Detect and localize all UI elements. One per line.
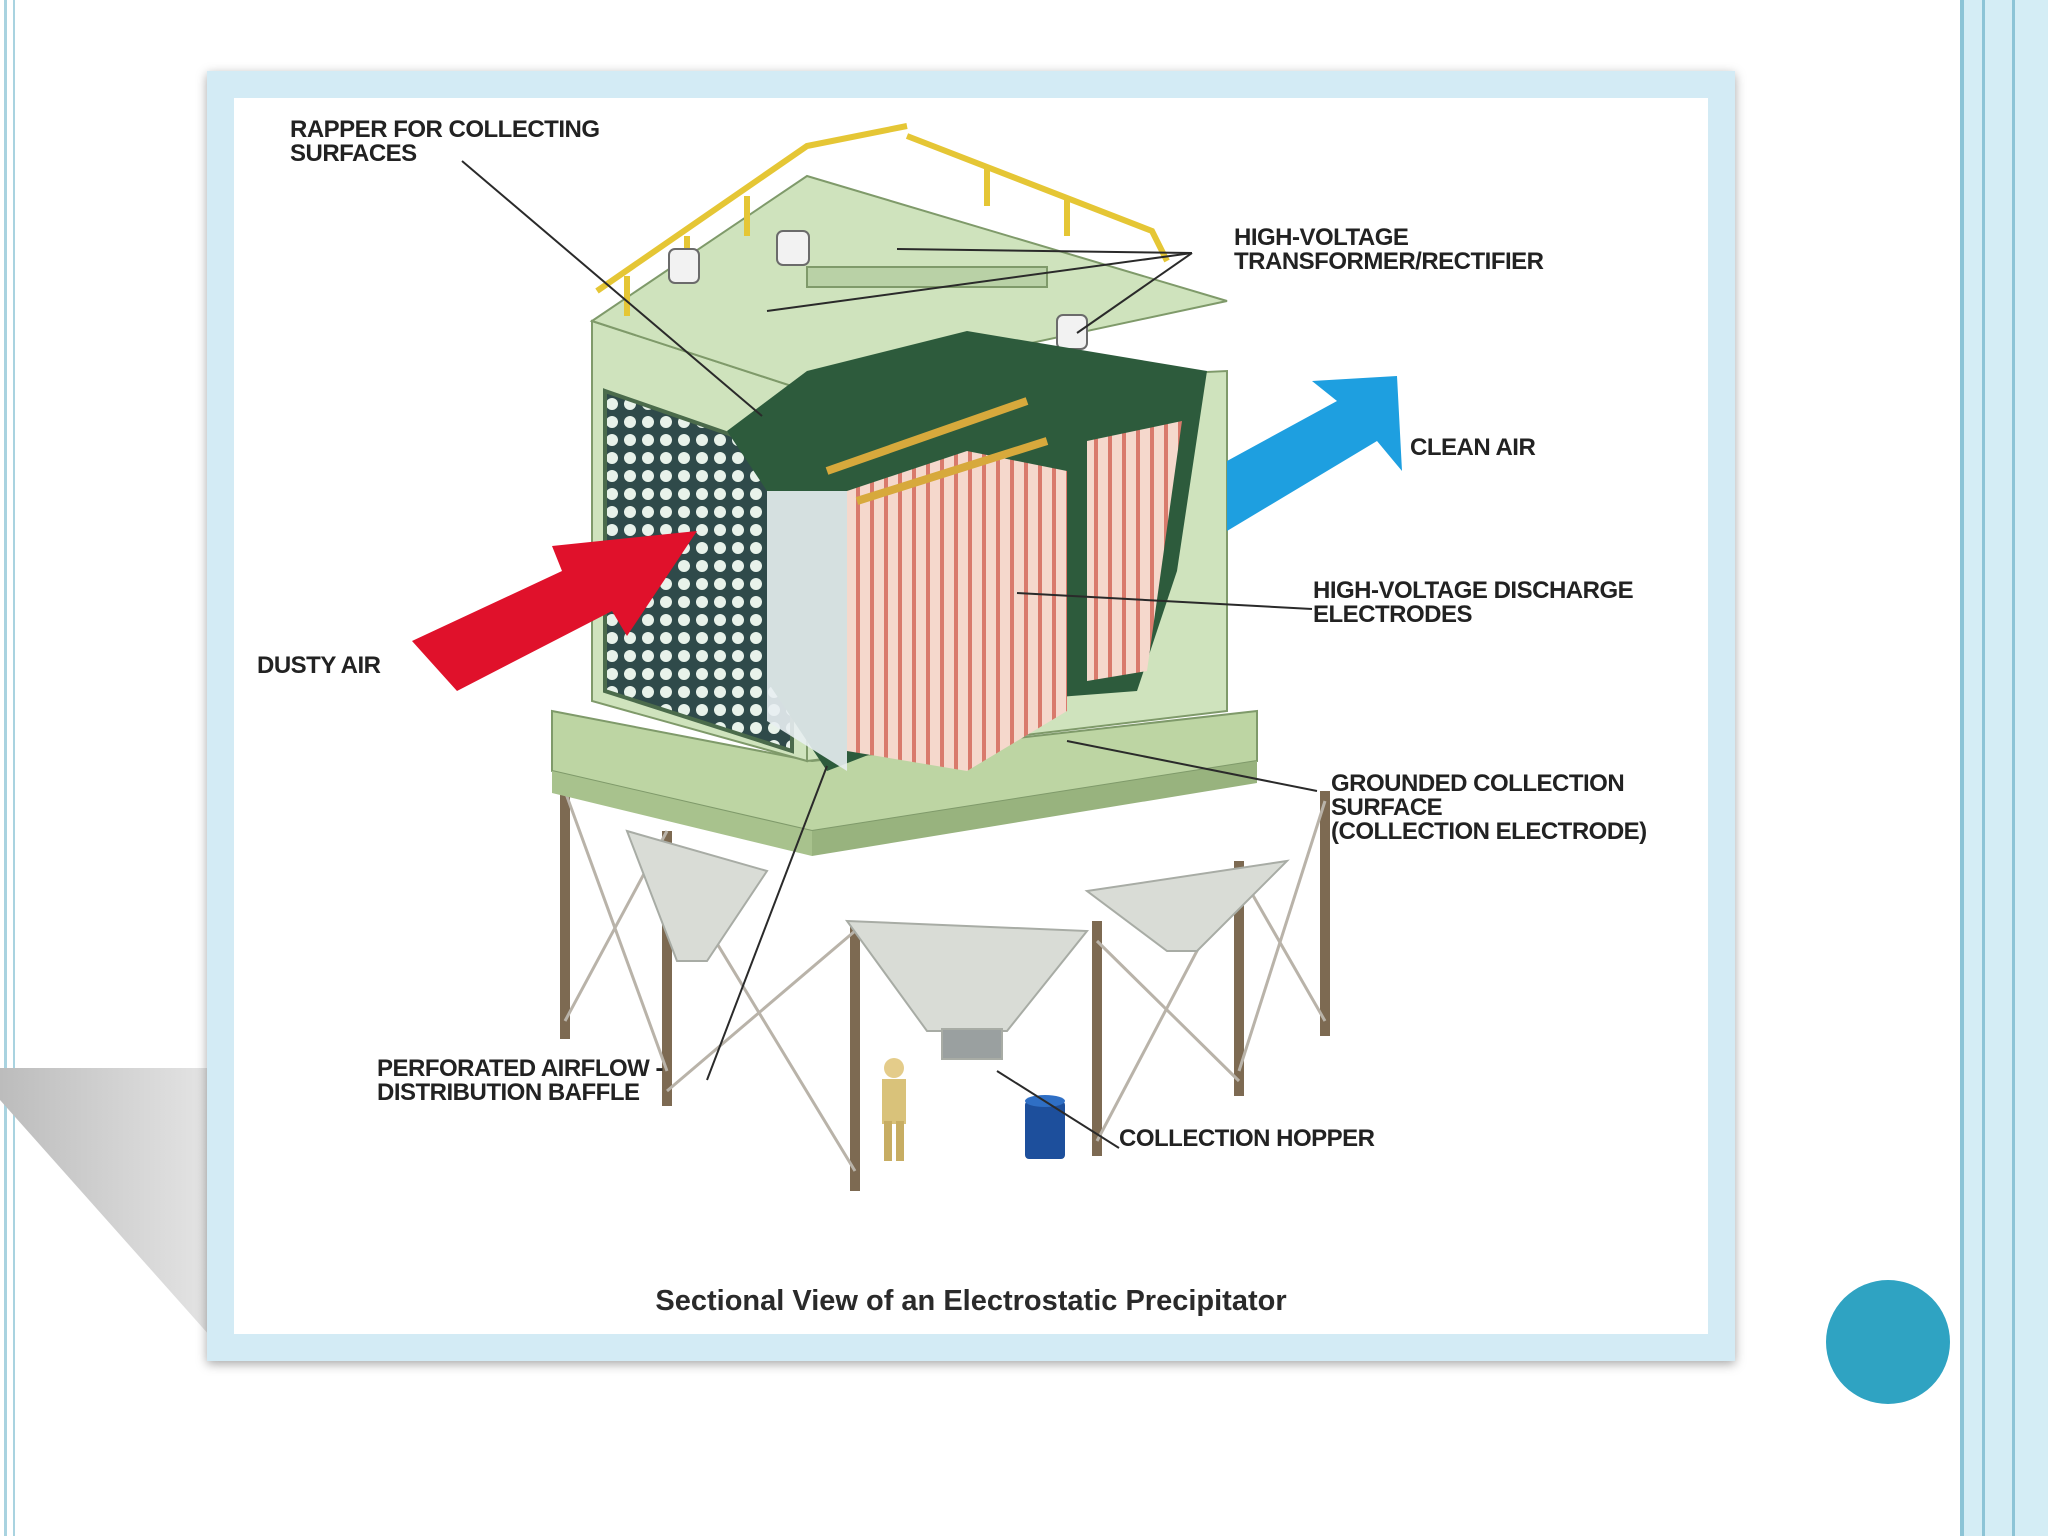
accent-circle bbox=[1826, 1280, 1950, 1404]
label-line: GROUNDED COLLECTION bbox=[1331, 770, 1625, 797]
label-line: CLEAN AIR bbox=[1410, 434, 1536, 461]
left-border-line bbox=[4, 0, 7, 1536]
hoppers bbox=[625, 829, 1290, 1060]
label-baffle: PERFORATED AIRFLOW - DISTRIBUTION BAFFLE bbox=[377, 1057, 663, 1105]
label-line: SURFACE bbox=[1331, 794, 1443, 821]
collection-plates bbox=[767, 421, 1182, 771]
label-discharge-electrodes: HIGH-VOLTAGE DISCHARGE ELECTRODES bbox=[1313, 577, 1634, 628]
right-border-line-2 bbox=[1982, 0, 1985, 1536]
right-decorative-band bbox=[1962, 0, 2048, 1536]
label-rapper: RAPPER FOR COLLECTING SURFACES bbox=[290, 118, 600, 166]
label-line: (COLLECTION ELECTRODE) bbox=[1331, 818, 1647, 845]
cross-bracing bbox=[563, 790, 1327, 1172]
leader-lines bbox=[461, 160, 1318, 1149]
label-line: HIGH-VOLTAGE bbox=[1234, 224, 1409, 251]
label-line: DISTRIBUTION BAFFLE bbox=[377, 1079, 640, 1106]
label-collection-surface: GROUNDED COLLECTION SURFACE (COLLECTION … bbox=[1331, 772, 1647, 844]
support-structure bbox=[560, 771, 1330, 1191]
label-line: COLLECTION HOPPER bbox=[1119, 1125, 1375, 1152]
label-line: RAPPER FOR COLLECTING bbox=[290, 116, 600, 143]
diagram-figure: RAPPER FOR COLLECTING SURFACES HIGH-VOLT… bbox=[207, 71, 1735, 1361]
electrode-frame bbox=[825, 397, 1049, 505]
label-line: TRANSFORMER/RECTIFIER bbox=[1234, 248, 1544, 275]
left-border-line-inner bbox=[13, 0, 15, 1536]
label-line: DUSTY AIR bbox=[257, 652, 381, 679]
label-dusty-air: DUSTY AIR bbox=[257, 654, 381, 678]
precipitator-illustration bbox=[412, 123, 1402, 1191]
right-border-line-1 bbox=[1960, 0, 1964, 1536]
dusty-air-arrow bbox=[412, 531, 697, 691]
label-transformer: HIGH-VOLTAGE TRANSFORMER/RECTIFIER bbox=[1234, 226, 1544, 274]
label-line: HIGH-VOLTAGE DISCHARGE bbox=[1313, 577, 1634, 604]
right-border-line-3 bbox=[2012, 0, 2015, 1536]
figure-caption: Sectional View of an Electrostatic Preci… bbox=[655, 1285, 1287, 1317]
label-collection-hopper: COLLECTION HOPPER bbox=[1119, 1127, 1375, 1151]
label-line: SURFACES bbox=[290, 140, 417, 167]
label-clean-air: CLEAN AIR bbox=[1410, 434, 1536, 461]
slide-shadow bbox=[0, 1068, 210, 1336]
transformer-units bbox=[668, 230, 1088, 350]
worker-figure bbox=[882, 1058, 906, 1161]
label-line: PERFORATED AIRFLOW - bbox=[377, 1055, 663, 1082]
barrel bbox=[1025, 1095, 1065, 1159]
clean-air-arrow bbox=[1227, 376, 1402, 531]
label-line: ELECTRODES bbox=[1313, 601, 1473, 628]
